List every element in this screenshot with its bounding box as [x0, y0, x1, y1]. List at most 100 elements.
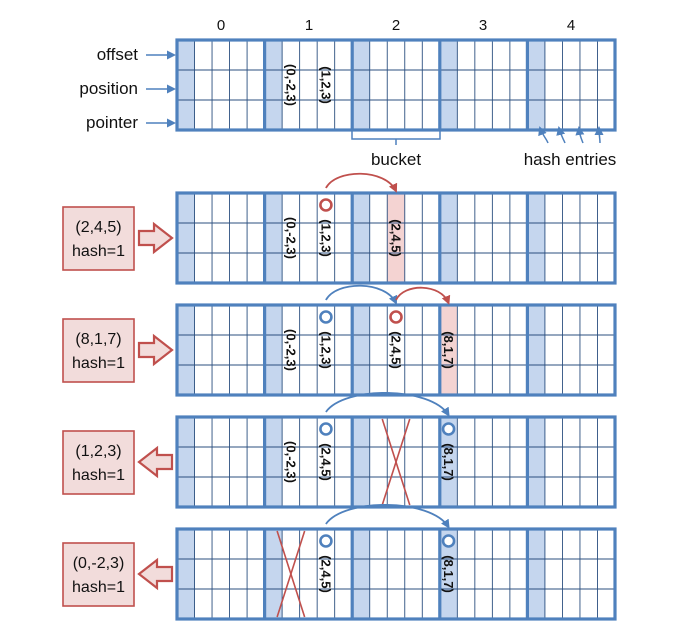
pointer-arc	[325, 172, 398, 193]
bucket-shade	[439, 417, 458, 507]
pointer-marker	[441, 422, 456, 436]
bucket-shade	[352, 40, 370, 130]
pointer-marker	[441, 534, 456, 548]
bucket-shade	[527, 193, 545, 283]
bucket-shade	[264, 193, 283, 283]
entry-label: (8,1,7)	[441, 443, 456, 481]
operation-box	[62, 318, 135, 383]
operation-box	[62, 542, 135, 607]
new-entry-highlight	[439, 305, 458, 395]
pointer-arc	[325, 504, 450, 529]
hash-entry-arrow	[575, 126, 585, 144]
bucket-brace	[351, 131, 441, 145]
pointer-marker	[319, 534, 333, 548]
row-labels: offset position pointer	[79, 45, 176, 132]
pointer-marker	[389, 310, 403, 324]
hash-table-step-2: (0,-2,3) (1,2,3) (2,4,5) (8,1,7)	[175, 284, 617, 397]
hash-table-step-3: (0,-2,3) (2,4,5) (8,1,7)	[175, 392, 617, 509]
operation-hash: hash=1	[72, 579, 125, 596]
pointer-arc	[325, 284, 398, 305]
hash-entry-arrow	[556, 126, 566, 144]
operation-box	[62, 430, 135, 495]
entry-label: (2,4,5)	[389, 331, 404, 369]
operation-hash: hash=1	[72, 243, 125, 260]
operation-tuple: (2,4,5)	[75, 219, 121, 236]
bucket-shade	[264, 40, 283, 130]
table-border	[175, 415, 617, 509]
hash-tables: (0,-2,3)(1,2,3)(0,-2,3)(1,2,3)(2,4,5)(2,…	[62, 38, 617, 621]
hash-table-step-4: (2,4,5) (8,1,7)	[175, 504, 617, 621]
entry-label: (1,2,3)	[318, 66, 333, 104]
table-border	[175, 527, 617, 621]
delete-arrow	[137, 557, 174, 591]
table-border	[175, 38, 617, 132]
hash-entry-arrow	[594, 126, 604, 144]
table-border	[175, 191, 617, 285]
bucket-number-3: 3	[479, 17, 487, 34]
bucket-shade	[352, 529, 370, 619]
bucket-shade	[352, 193, 370, 283]
operation-tuple: (8,1,7)	[75, 331, 121, 348]
entry-label: (0,-2,3)	[283, 217, 298, 259]
entry-label: (1,2,3)	[318, 331, 333, 369]
entry-label: (2,4,5)	[318, 443, 333, 481]
bucket-number-0: 0	[217, 17, 225, 34]
entry-label: (1,2,3)	[318, 219, 333, 257]
operation-hash: hash=1	[72, 355, 125, 372]
operation-4: (0,-2,3) hash=1	[62, 542, 174, 607]
pointer-arc	[395, 286, 451, 305]
pointer-marker	[319, 422, 333, 436]
bucket-shade	[352, 305, 370, 395]
bucket-shade	[527, 417, 545, 507]
hash-table-step-1: (0,-2,3) (1,2,3) (2,4,5)	[175, 172, 617, 285]
bucket-shade	[352, 417, 370, 507]
hash-table-overview: (0,-2,3) (1,2,3)	[175, 38, 617, 132]
bucket-shade	[527, 529, 545, 619]
entry-label: (0,-2,3)	[283, 64, 298, 106]
operation-tuple: (1,2,3)	[75, 443, 121, 460]
bucket-shade	[439, 40, 458, 130]
entry-label: (8,1,7)	[441, 331, 456, 369]
row-label-pointer: pointer	[86, 113, 138, 132]
delete-arrow	[137, 445, 174, 479]
bucket-shade	[177, 417, 195, 507]
entry-label: (2,4,5)	[389, 219, 404, 257]
insert-arrow	[137, 221, 174, 255]
row-label-offset: offset	[97, 45, 139, 64]
operation-hash: hash=1	[72, 467, 125, 484]
operation-1: (2,4,5) hash=1	[62, 206, 174, 271]
bucket-label: bucket	[371, 150, 421, 169]
new-entry-highlight	[387, 193, 405, 283]
table-border	[175, 303, 617, 397]
bucket-shade	[177, 40, 195, 130]
bucket-numbers: 0 1 2 3 4	[217, 17, 575, 34]
operation-box	[62, 206, 135, 271]
bucket-shade	[177, 529, 195, 619]
bucket-shade	[177, 193, 195, 283]
bucket-shade	[439, 193, 458, 283]
bucket-number-1: 1	[305, 17, 313, 34]
deleted-entry-cross	[276, 530, 306, 618]
deleted-entry-cross	[381, 418, 411, 506]
operation-tuple: (0,-2,3)	[73, 555, 125, 572]
bucket-shade	[527, 40, 545, 130]
hash-entries-label: hash entries	[524, 150, 617, 169]
entry-label: (2,4,5)	[318, 555, 333, 593]
operation-2: (8,1,7) hash=1	[62, 318, 174, 383]
bucket-shade	[439, 529, 458, 619]
pointer-marker	[319, 198, 333, 212]
pointer-arc	[325, 392, 450, 417]
entry-label: (0,-2,3)	[283, 329, 298, 371]
operation-3: (1,2,3) hash=1	[62, 430, 174, 495]
insert-arrow	[137, 333, 174, 367]
bucket-shade	[177, 305, 195, 395]
pointer-marker	[319, 310, 333, 324]
entry-label: (0,-2,3)	[283, 441, 298, 483]
hash-entry-arrow	[538, 126, 549, 144]
entry-label: (8,1,7)	[441, 555, 456, 593]
bucket-number-4: 4	[567, 17, 575, 34]
bucket-shade	[264, 417, 283, 507]
bucket-number-2: 2	[392, 17, 400, 34]
row-label-position: position	[79, 79, 138, 98]
